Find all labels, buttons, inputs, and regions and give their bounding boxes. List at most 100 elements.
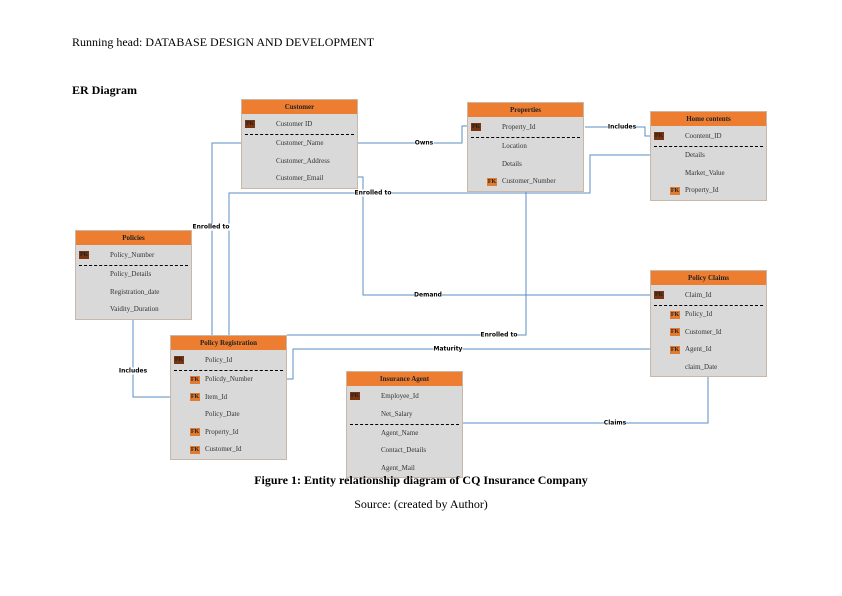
attribute-row: Policy_Date [171, 406, 286, 424]
attribute-name: Registration_date [110, 287, 160, 296]
attribute-row: claim_Date [651, 359, 766, 377]
entity-title: Policies [76, 231, 191, 245]
attribute-name: Policy_Number [110, 251, 155, 259]
attribute-name: Net_Salary [381, 410, 413, 418]
attribute-row: FK Property_Id [651, 182, 766, 200]
attribute-row: PK Claim_Id [651, 285, 766, 305]
attribute-name: Employee_Id [381, 392, 419, 400]
rel-label-demand: Demand [414, 291, 442, 299]
pk-key-icon: PK [654, 291, 664, 299]
rel-label-maturity: Maturity [433, 345, 463, 353]
fk-key-icon: FK [190, 393, 200, 402]
attribute-name: Policy_Date [205, 410, 240, 418]
attribute-row: Details [468, 156, 583, 174]
figure-source: Source: (created by Author) [354, 497, 488, 511]
rel-label-claims: Claims [603, 419, 627, 427]
attribute-name: Agent_Name [381, 428, 419, 437]
attribute-row: Customer_Name [242, 135, 357, 153]
attribute-name: Details [502, 159, 522, 168]
attribute-row: FK Agent_Id [651, 341, 766, 359]
fk-key-icon: FK [190, 428, 200, 437]
line-enrolled-home [228, 154, 650, 335]
attribute-name: Agent_Id [685, 345, 712, 353]
rel-label-includes: Includes [118, 367, 148, 375]
attribute-name: Policy_Id [685, 310, 713, 318]
fk-key-icon: FK [190, 375, 200, 384]
attribute-name: Claim_Id [685, 291, 712, 299]
fk-key-icon: FK [487, 177, 497, 186]
attribute-name: Coontent_ID [685, 132, 722, 140]
rel-label-includes: Includes [607, 123, 637, 131]
attribute-name: Location [502, 142, 527, 150]
entity-title: Properties [468, 103, 583, 117]
attribute-row: PK Coontent_ID [651, 126, 766, 146]
attribute-name: Property_Id [502, 123, 536, 131]
entity-title: Insurance Agent [347, 372, 462, 386]
attribute-name: Customer_Email [276, 174, 324, 182]
entity-title: Policy Claims [651, 271, 766, 285]
attribute-name: Agent_Mail [381, 463, 415, 472]
line-includes-policies [132, 319, 170, 398]
attribute-name: Customer_Address [276, 156, 330, 165]
attribute-name: Customer ID [276, 120, 313, 128]
attribute-name: Details [685, 151, 705, 159]
rel-label-owns: Owns [414, 139, 434, 147]
fk-key-icon: FK [670, 186, 680, 195]
line-owns [358, 125, 470, 144]
line-enrolled-customer [211, 142, 241, 335]
key-divider [79, 265, 188, 266]
entity-title: Policy Registration [171, 336, 286, 350]
pk-key-icon: PK [79, 251, 89, 259]
attribute-name: Market_Value [685, 168, 725, 177]
attribute-row: Customer_Address [242, 153, 357, 171]
fk-key-icon: FK [670, 310, 680, 319]
attribute-row: FK Policy_Id [651, 306, 766, 324]
attribute-name: Vaidity_Duration [110, 305, 159, 313]
attribute-name: Policy_Id [205, 356, 233, 364]
rel-label-enrolled: Enrolled to [354, 189, 392, 197]
attribute-name: Customer_Id [205, 445, 242, 453]
pk-key-icon: PK [471, 123, 481, 131]
attribute-row: FK Customer_Number [468, 173, 583, 191]
line-demand [358, 176, 650, 296]
attribute-row: Vaidity_Duration [76, 301, 191, 319]
line-enrolled-properties [287, 190, 527, 336]
attribute-name: Policy_Details [110, 270, 152, 278]
attribute-name: Contact_Details [381, 446, 427, 454]
attribute-name: Property_Id [205, 427, 239, 436]
attribute-name: Customer_Name [276, 139, 324, 147]
attribute-name: claim_Date [685, 362, 718, 371]
fk-key-icon: FK [670, 345, 680, 354]
attribute-row: Market_Value [651, 165, 766, 183]
section-title: ER Diagram [72, 83, 137, 97]
attribute-name: Customer_Number [502, 177, 556, 185]
key-divider [654, 305, 763, 306]
key-divider [174, 370, 283, 371]
attribute-row: Policy_Details [76, 266, 191, 284]
attribute-row: Customer_Email [242, 170, 357, 188]
rel-label-enrolled: Enrolled to [192, 223, 230, 231]
attribute-row: PK Property_Id [468, 117, 583, 137]
entity-title: Home contents [651, 112, 766, 126]
pk-key-icon: PK [654, 132, 664, 140]
attribute-row: PK Policy_Number [76, 245, 191, 265]
attribute-row: Details [651, 147, 766, 165]
key-divider [245, 134, 354, 135]
rel-label-enrolled: Enrolled to [480, 331, 518, 339]
attribute-row: Registration_date [76, 284, 191, 302]
attribute-name: Property_Id [685, 186, 719, 194]
